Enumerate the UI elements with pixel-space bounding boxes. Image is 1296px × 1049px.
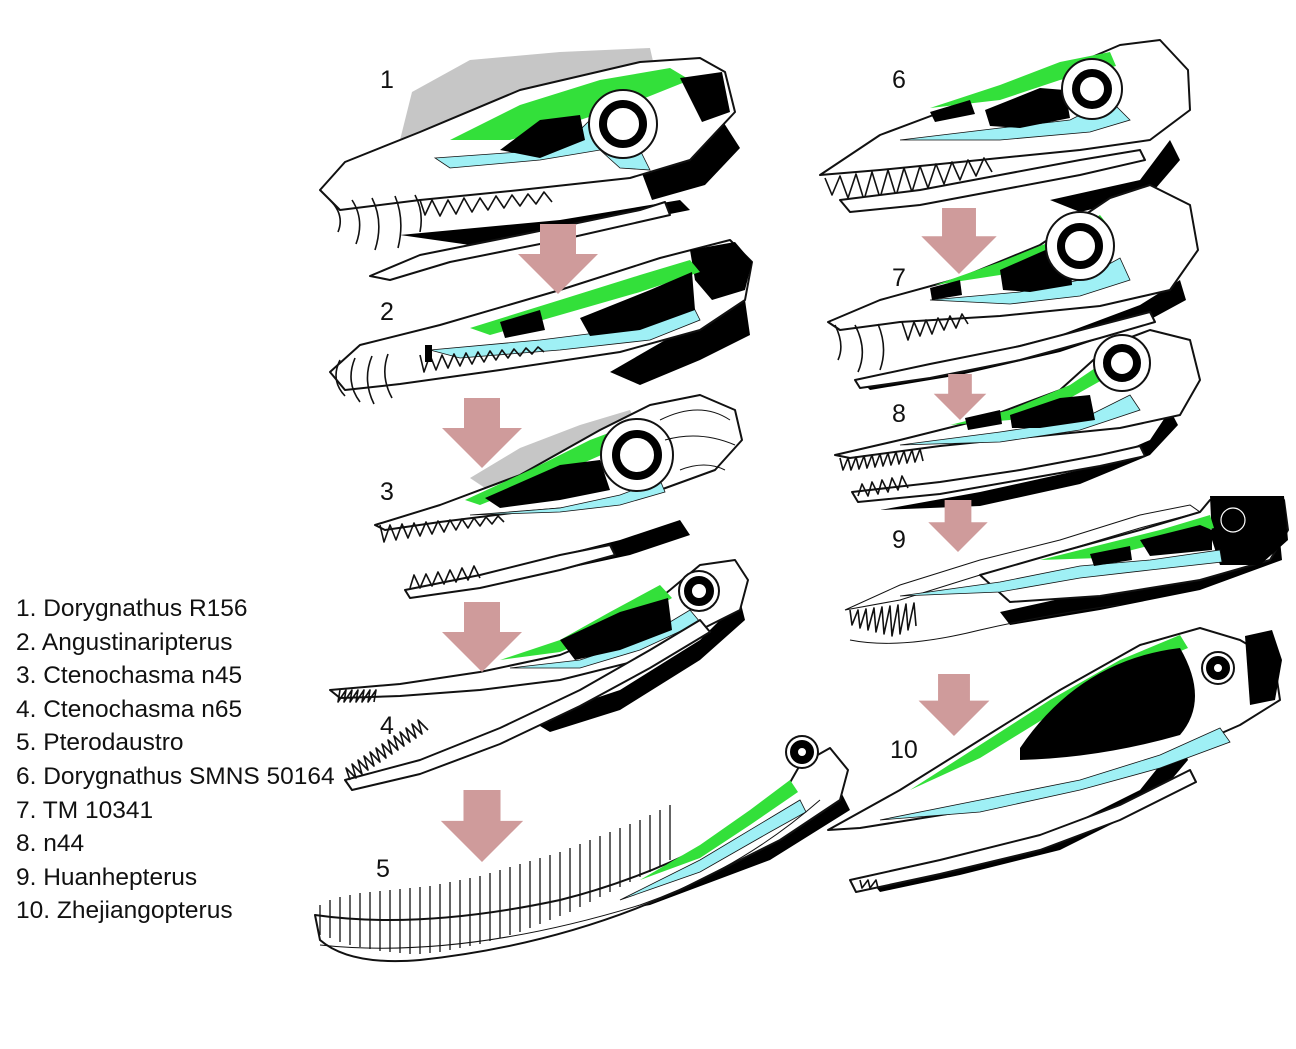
skull-label-2: 2	[380, 298, 394, 326]
legend-item: 4. Ctenochasma n65	[16, 695, 243, 723]
skull-1-drawing	[319, 48, 740, 281]
skull-9-drawing	[844, 496, 1289, 644]
legend-item: 10. Zhejiangopterus	[16, 897, 233, 925]
skull-10-drawing	[827, 627, 1282, 893]
down-arrow-6	[933, 374, 987, 420]
skull-4-drawing	[329, 559, 749, 791]
down-arrow-8	[918, 674, 990, 736]
down-arrow-5	[921, 208, 997, 274]
legend-item: 1. Dorygnathus R156	[16, 595, 248, 622]
down-arrow-7	[928, 500, 988, 552]
species-legend: 1. Dorygnathus R156 2. Angustinaripterus…	[16, 592, 335, 928]
skull-5-drawing	[314, 735, 850, 963]
skull-2-drawing	[329, 239, 753, 405]
legend-item: 8. n44	[16, 830, 85, 858]
skull-label-3: 3	[380, 478, 394, 506]
skull-6-drawing	[819, 39, 1191, 213]
skull-label-4: 4	[380, 712, 394, 740]
skull-label-1: 1	[380, 66, 394, 94]
legend-item: 9. Huanhepterus	[16, 863, 198, 891]
legend-item: 2. Angustinaripterus	[16, 628, 233, 656]
skull-label-10: 10	[890, 736, 918, 764]
down-arrow-4	[440, 790, 524, 862]
skull-label-5: 5	[376, 855, 390, 883]
skull-8-drawing	[834, 329, 1201, 510]
skull-label-6: 6	[892, 66, 906, 94]
down-arrow-3	[442, 602, 522, 672]
skull-label-7: 7	[892, 264, 906, 292]
legend-item: 7. TM 10341	[16, 796, 154, 824]
skull-label-8: 8	[892, 400, 906, 428]
legend-item: 5. Pterodaustro	[16, 729, 184, 757]
skull-7-drawing	[827, 184, 1199, 390]
skull-label-9: 9	[892, 526, 906, 554]
legend-item: 3. Ctenochasma n45	[16, 662, 243, 690]
skull-3-drawing	[374, 394, 743, 599]
legend-item: 6. Dorygnathus SMNS 50164	[16, 762, 335, 790]
